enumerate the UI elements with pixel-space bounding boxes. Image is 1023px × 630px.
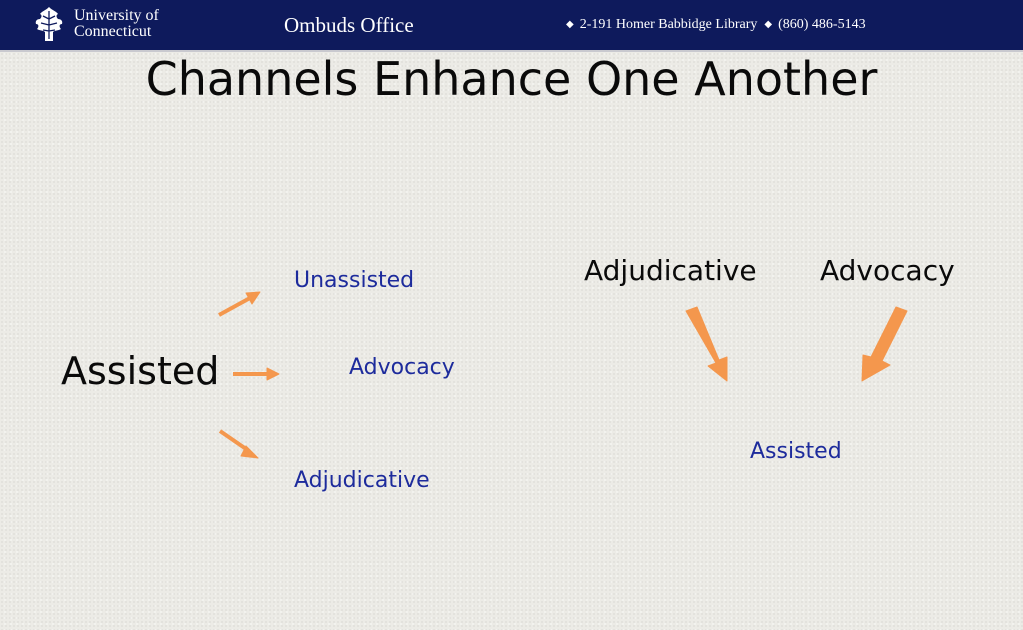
right-target-assisted: Assisted [750,439,842,464]
oak-leaf-icon [35,7,63,41]
office-name: Ombuds Office [284,13,414,37]
right-source-adjudicative: Adjudicative [584,254,757,287]
left-source-label: Assisted [61,349,220,393]
university-line-2: Connecticut [74,23,152,40]
left-target-unassisted: Unassisted [294,268,415,293]
arrow-advocacy-to-assisted [861,306,908,382]
arrow-to-advocacy [233,367,280,381]
slide-title: Channels Enhance One Another [145,52,878,106]
university-line-1: University of [74,7,159,24]
address-text: 2-191 Homer Babbidge Library [579,17,758,32]
left-target-advocacy: Advocacy [349,355,455,380]
phone-text: (860) 486-5143 [778,17,866,32]
right-source-advocacy: Advocacy [820,254,955,287]
arrow-to-unassisted [218,291,261,317]
bullet-icon: ◆ [566,19,574,30]
contact-info: ◆ 2-191 Homer Babbidge Library ◆ (860) 486-… [566,17,866,33]
arrow-adjudicative-to-assisted [685,306,728,382]
bullet-icon: ◆ [764,19,773,30]
university-wordmark: University of Connecticut [74,8,159,40]
slide-header: University of Connecticut Ombuds Office … [0,0,1023,52]
left-target-adjudicative: Adjudicative [294,468,430,493]
arrow-to-adjudicative [218,429,259,459]
